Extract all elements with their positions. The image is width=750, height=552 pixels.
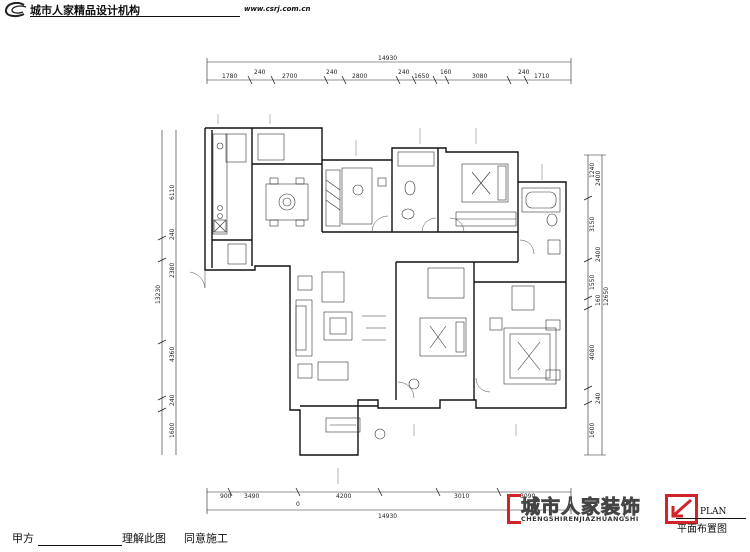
brand-arrow-icon [665, 494, 698, 524]
bottom-dim-5: 3090 [520, 493, 535, 500]
brand-block: 城市人家装饰 CHENGSHIRENJIAZHUANGSHI [507, 494, 698, 524]
top-dim-4: 2800 [352, 73, 367, 80]
left-dim-2: 2380 [169, 263, 176, 278]
brand-pinyin: CHENGSHIRENJIAZHUANGSHI [521, 515, 639, 523]
right-dim-4: 1550 [589, 275, 596, 290]
top-dim-5: 240 [398, 69, 410, 76]
company-url: www.csrj.com.cn [244, 5, 311, 13]
right-dim-8: 240 [595, 392, 602, 404]
left-dim-4: 4360 [169, 347, 176, 362]
left-dim-5: 240 [169, 394, 176, 406]
right-dim-7: 4080 [589, 345, 596, 360]
top-total-dim: 14930 [378, 55, 397, 62]
top-dim-10: 1710 [534, 73, 549, 80]
bottom-dim-1: 3490 [244, 493, 259, 500]
top-dim-6: 1650 [414, 73, 429, 80]
right-dim-6: 160 [595, 294, 602, 306]
bottom-dim-2: 0 [296, 501, 300, 508]
bottom-dim-3: 4200 [336, 493, 351, 500]
left-total-dim: 13230 [155, 285, 162, 304]
signature-line [38, 545, 122, 546]
right-dim-0: 1240 [589, 163, 596, 178]
right-dim-2: 3150 [589, 217, 596, 232]
right-dim-3: 2400 [595, 247, 602, 262]
brand-frame-left [507, 494, 521, 524]
bottom-dim-0: 900 [220, 493, 232, 500]
left-dim-6: 1600 [169, 423, 176, 438]
agree-label: 同意施工 [184, 532, 228, 545]
brand-name: 城市人家装饰 [521, 496, 642, 519]
right-dim-9: 1600 [589, 423, 596, 438]
left-dim-1: 240 [169, 228, 176, 240]
right-total-dim: 12650 [603, 287, 610, 306]
company-logo-icon [5, 2, 27, 18]
top-dim-1: 240 [254, 69, 266, 76]
bottom-total-dim: 14930 [378, 513, 397, 520]
top-dim-0: 1780 [222, 73, 237, 80]
party-a-label: 甲方 [12, 532, 34, 545]
company-name: 城市人家精品设计机构 [30, 4, 140, 17]
top-dim-3: 240 [326, 69, 338, 76]
left-dim-0: 6110 [169, 185, 176, 200]
plan-title-rule [676, 518, 746, 519]
top-dim-9: 240 [518, 69, 530, 76]
plan-title-en: PLAN [700, 507, 727, 517]
header-underline [30, 16, 240, 17]
top-dim-2: 2700 [282, 73, 297, 80]
top-dim-8: 3080 [472, 73, 487, 80]
plan-title-cn: 平面布置图 [677, 524, 727, 535]
top-dim-7: 160 [440, 69, 452, 76]
bottom-dim-4: 3010 [454, 493, 469, 500]
right-dim-1: 2400 [595, 171, 602, 186]
understood-label: 理解此图 [122, 532, 166, 545]
